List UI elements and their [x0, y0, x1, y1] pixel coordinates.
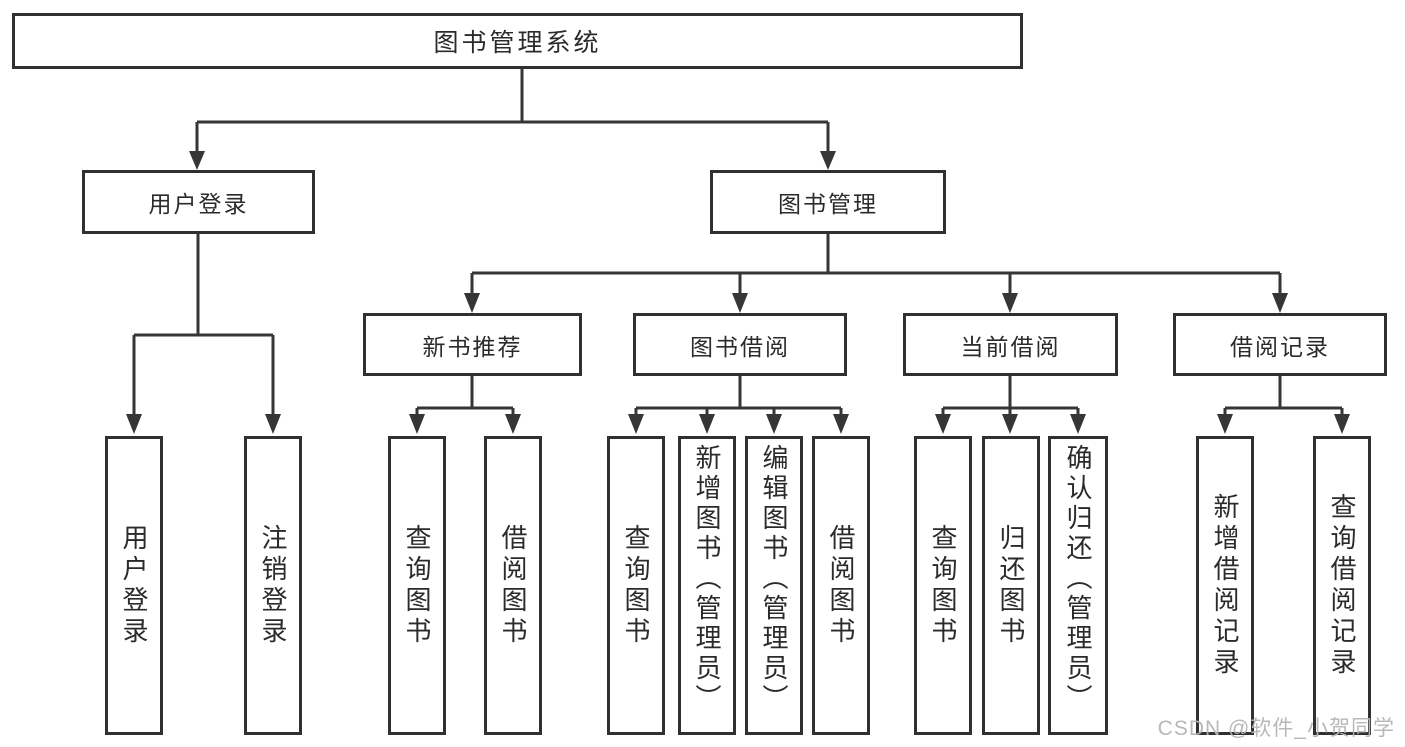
leaf-user-login: 用户登录: [105, 436, 163, 735]
leaf-logout: 注销登录: [244, 436, 302, 735]
node-book-mgmt-branch: 图书管理: [710, 170, 946, 234]
leaf-cb-confirm-return-admin: 确认归还（管理员）: [1048, 436, 1108, 735]
leaf-bb-query-books: 查询图书: [607, 436, 665, 735]
connector-new-book-rec: [409, 376, 521, 434]
node-user-login-branch: 用户登录: [82, 170, 315, 234]
node-current-borrow: 当前借阅: [903, 313, 1118, 376]
connector-root: [189, 69, 836, 170]
leaf-bb-borrow-books: 借阅图书: [812, 436, 870, 735]
node-new-book-rec: 新书推荐: [363, 313, 582, 376]
connector-borrow-records: [1217, 376, 1350, 434]
connector-book-borrow: [628, 376, 849, 434]
node-book-borrow: 图书借阅: [633, 313, 847, 376]
leaf-br-add-record: 新增借阅记录: [1196, 436, 1254, 735]
leaf-cb-query-books: 查询图书: [914, 436, 972, 735]
csdn-watermark: CSDN @软件_小贺同学: [1157, 717, 1395, 740]
node-borrow-records: 借阅记录: [1173, 313, 1387, 376]
leaf-br-query-record: 查询借阅记录: [1313, 436, 1371, 735]
leaf-bb-add-books-admin: 新增图书（管理员）: [678, 436, 736, 735]
leaf-nb-borrow-books: 借阅图书: [484, 436, 542, 735]
leaf-cb-return-books: 归还图书: [982, 436, 1040, 735]
node-library-system: 图书管理系统: [12, 13, 1023, 69]
connector-current-borrow: [935, 376, 1086, 434]
leaf-bb-edit-books-admin: 编辑图书（管理员）: [745, 436, 803, 735]
connector-user-login-branch: [126, 234, 281, 434]
connector-book-mgmt-branch: [464, 234, 1288, 313]
leaf-nb-query-books: 查询图书: [388, 436, 446, 735]
